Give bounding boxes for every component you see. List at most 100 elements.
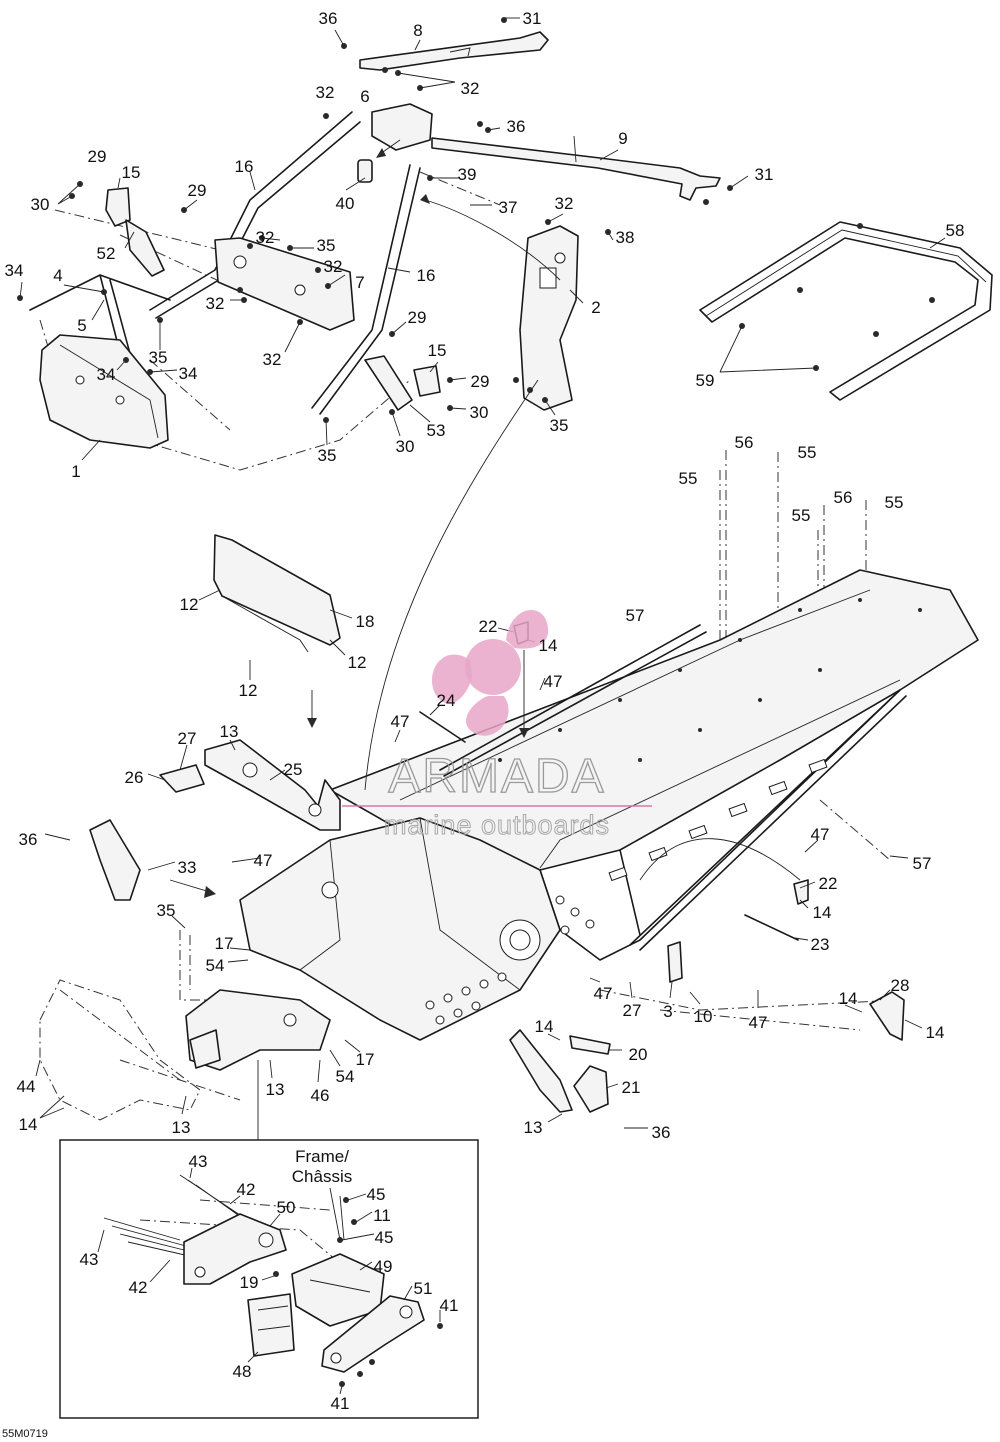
callout-13-88: 13 xyxy=(266,1080,285,1099)
callout-57-69: 57 xyxy=(913,854,932,873)
watermark: ARMADA marine outboards xyxy=(342,609,652,841)
watermark-tagline: marine outboards xyxy=(384,810,610,840)
callout-12-58: 12 xyxy=(239,681,258,700)
part-7-cross-member xyxy=(214,237,355,331)
inset-label-line2: Châssis xyxy=(292,1167,352,1186)
callout-7-27: 7 xyxy=(355,273,364,292)
callout-15-9: 15 xyxy=(122,163,141,182)
callout-10-81: 10 xyxy=(694,1007,713,1026)
callout-28-76: 28 xyxy=(891,976,910,995)
part-21-mount xyxy=(573,1065,609,1113)
front-suspension xyxy=(39,979,331,1121)
tunnel-slots xyxy=(608,758,828,882)
callout-57-53: 57 xyxy=(626,606,645,625)
inset-callout-19-8: 19 xyxy=(240,1273,259,1292)
callout-37-16: 37 xyxy=(499,198,518,217)
callout-47-67: 47 xyxy=(254,851,273,870)
callout-14-84: 14 xyxy=(926,1023,945,1042)
callout-55-45: 55 xyxy=(798,443,817,462)
part-9-side-brace xyxy=(431,137,721,201)
inset-callout-48-12: 48 xyxy=(233,1362,252,1381)
callout-32-5: 32 xyxy=(461,79,480,98)
callout-47-77: 47 xyxy=(594,984,613,1003)
drawing-code: 55M0719 xyxy=(2,1428,48,1440)
part-51-support xyxy=(321,1295,425,1373)
callout-34-35: 34 xyxy=(97,365,116,384)
inset-callout-49-7: 49 xyxy=(374,1257,393,1276)
callout-55-47: 55 xyxy=(679,469,698,488)
callout-13-94: 13 xyxy=(524,1118,543,1137)
inset-callout-51-10: 51 xyxy=(414,1279,433,1298)
callout-30-13: 30 xyxy=(31,195,50,214)
inset-label-line1: Frame/ xyxy=(295,1147,349,1166)
callout-36-95: 36 xyxy=(652,1123,671,1142)
callout-26-64: 26 xyxy=(125,768,144,787)
callout-47-82: 47 xyxy=(749,1013,768,1032)
footrest-holes xyxy=(425,895,595,1025)
callout-35-32: 35 xyxy=(149,348,168,367)
part-23-strip xyxy=(744,914,799,941)
inset-callout-43-0: 43 xyxy=(189,1152,208,1171)
callout-29-31: 29 xyxy=(408,308,427,327)
callout-33-68: 33 xyxy=(178,858,197,877)
callout-32-29: 32 xyxy=(206,294,225,313)
callout-17-86: 17 xyxy=(356,1050,375,1069)
part-36-right-arm xyxy=(509,1029,573,1113)
callout-35-43: 35 xyxy=(318,446,337,465)
callout-27-62: 27 xyxy=(178,729,197,748)
part-2-side-plate xyxy=(519,225,579,411)
callout-29-8: 29 xyxy=(88,147,107,166)
callout-14-78: 14 xyxy=(839,989,858,1008)
propeller-logo-icon xyxy=(431,609,549,736)
callout-29-37: 29 xyxy=(471,372,490,391)
callout-25-63: 25 xyxy=(284,760,303,779)
part-15-left-bracket xyxy=(105,187,131,227)
callout-36-6: 36 xyxy=(507,117,526,136)
callout-52-20: 52 xyxy=(97,244,116,263)
callout-56-48: 56 xyxy=(834,488,853,507)
callout-46-91: 46 xyxy=(311,1086,330,1105)
callout-13-93: 13 xyxy=(172,1118,191,1137)
callout-23-73: 23 xyxy=(811,935,830,954)
part-15-right-bracket xyxy=(413,365,441,397)
inset-callout-50-2: 50 xyxy=(277,1198,296,1217)
callout-14-55: 14 xyxy=(539,636,558,655)
callout-31-12: 31 xyxy=(755,165,774,184)
callout-30-39: 30 xyxy=(470,403,489,422)
callout-20-85: 20 xyxy=(629,1045,648,1064)
inset-frame-detail xyxy=(59,1139,479,1419)
callout-14-92: 14 xyxy=(19,1115,38,1134)
callout-2-28: 2 xyxy=(591,298,600,317)
part-52-gusset xyxy=(125,219,165,277)
upper-frame-assembly xyxy=(29,31,721,449)
flow-arrows xyxy=(169,139,801,898)
callout-32-17: 32 xyxy=(555,194,574,213)
callout-24-59: 24 xyxy=(437,691,456,710)
part-28-bracket xyxy=(869,991,905,1041)
part-53-gusset xyxy=(364,355,413,411)
callout-27-79: 27 xyxy=(623,1001,642,1020)
callout-9-7: 9 xyxy=(618,129,627,148)
inset-callout-41-11: 41 xyxy=(440,1296,459,1315)
callout-47-57: 47 xyxy=(544,672,563,691)
callout-3-80: 3 xyxy=(663,1002,672,1021)
callout-6-4: 6 xyxy=(360,87,369,106)
callout-54-75: 54 xyxy=(206,956,225,975)
part-20-bracket xyxy=(569,1035,611,1055)
callout-59-38: 59 xyxy=(696,371,715,390)
callout-35-71: 35 xyxy=(157,901,176,920)
main-chassis xyxy=(239,569,979,1041)
callout-34-36: 34 xyxy=(179,364,198,383)
callout-38-18: 38 xyxy=(616,228,635,247)
inset-callout-45-3: 45 xyxy=(367,1185,386,1204)
inset-callout-43-6: 43 xyxy=(80,1250,99,1269)
callout-18-52: 18 xyxy=(356,612,375,631)
callout-14-83: 14 xyxy=(535,1017,554,1036)
callout-40-15: 40 xyxy=(336,194,355,213)
part-16-right-tube xyxy=(311,164,421,415)
callout-14-72: 14 xyxy=(813,903,832,922)
callout-30-42: 30 xyxy=(396,437,415,456)
part-6-plate xyxy=(371,103,433,151)
